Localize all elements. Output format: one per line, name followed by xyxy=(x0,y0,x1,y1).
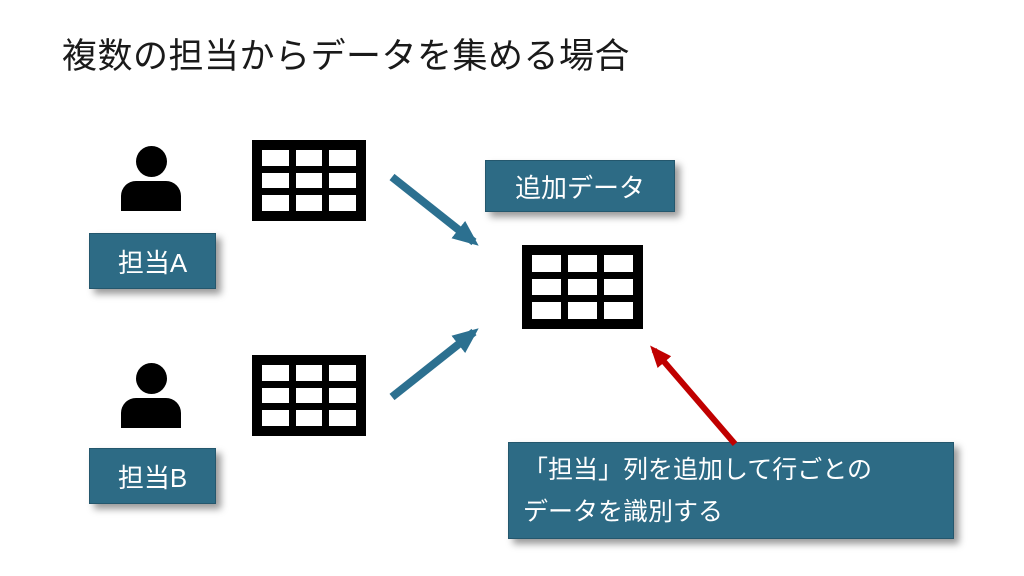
merge-arrow-from-b-icon xyxy=(389,328,479,401)
table-cell xyxy=(295,387,323,404)
person-body-icon xyxy=(121,398,181,428)
table-cell xyxy=(262,410,289,426)
table-cell xyxy=(329,172,356,189)
merged-table-icon xyxy=(522,245,643,329)
table-cell xyxy=(604,255,633,272)
table-cell xyxy=(604,278,633,296)
table-cell xyxy=(532,278,561,296)
table-cell xyxy=(262,195,289,211)
table-cell xyxy=(295,172,323,189)
table-cell xyxy=(568,302,597,319)
table-cell xyxy=(329,410,356,426)
table-cell xyxy=(262,387,289,404)
table-b-icon xyxy=(252,355,366,436)
table-cell xyxy=(329,365,356,381)
merge-arrow-from-a-icon xyxy=(389,173,479,246)
label-badge-b: 担当B xyxy=(89,448,216,504)
table-cell xyxy=(604,302,633,319)
person-body-icon xyxy=(121,181,181,211)
table-cell xyxy=(329,387,356,404)
table-cell xyxy=(568,278,597,296)
table-cell xyxy=(568,255,597,272)
table-cell xyxy=(532,302,561,319)
table-cell xyxy=(262,172,289,189)
table-cell xyxy=(329,195,356,211)
table-cell xyxy=(329,150,356,166)
label-badge-b-text: 担当B xyxy=(117,462,188,493)
table-cell xyxy=(532,255,561,272)
note-box: 「担当」列を追加して行ごとの データを識別する xyxy=(508,442,954,539)
note-line-1: 「担当」列を追加して行ごとの xyxy=(523,456,873,484)
note-pointer-arrow-icon xyxy=(650,345,738,446)
person-a-icon xyxy=(121,146,181,212)
page-title: 複数の担当からデータを集める場合 xyxy=(62,37,631,76)
table-cell xyxy=(262,150,289,166)
table-cell xyxy=(295,150,323,166)
person-b-icon xyxy=(121,363,181,429)
table-cell xyxy=(295,410,323,426)
note-line-2: データを識別する xyxy=(523,498,724,526)
table-a-icon xyxy=(252,140,366,221)
table-cell xyxy=(295,195,323,211)
label-badge-a: 担当A xyxy=(89,233,216,289)
person-head-icon xyxy=(135,363,167,394)
table-cell xyxy=(295,365,323,381)
added-data-badge-text: 追加データ xyxy=(514,172,645,203)
added-data-badge: 追加データ xyxy=(485,160,675,212)
label-badge-a-text: 担当A xyxy=(117,247,188,278)
person-head-icon xyxy=(135,146,167,177)
table-cell xyxy=(262,365,289,381)
